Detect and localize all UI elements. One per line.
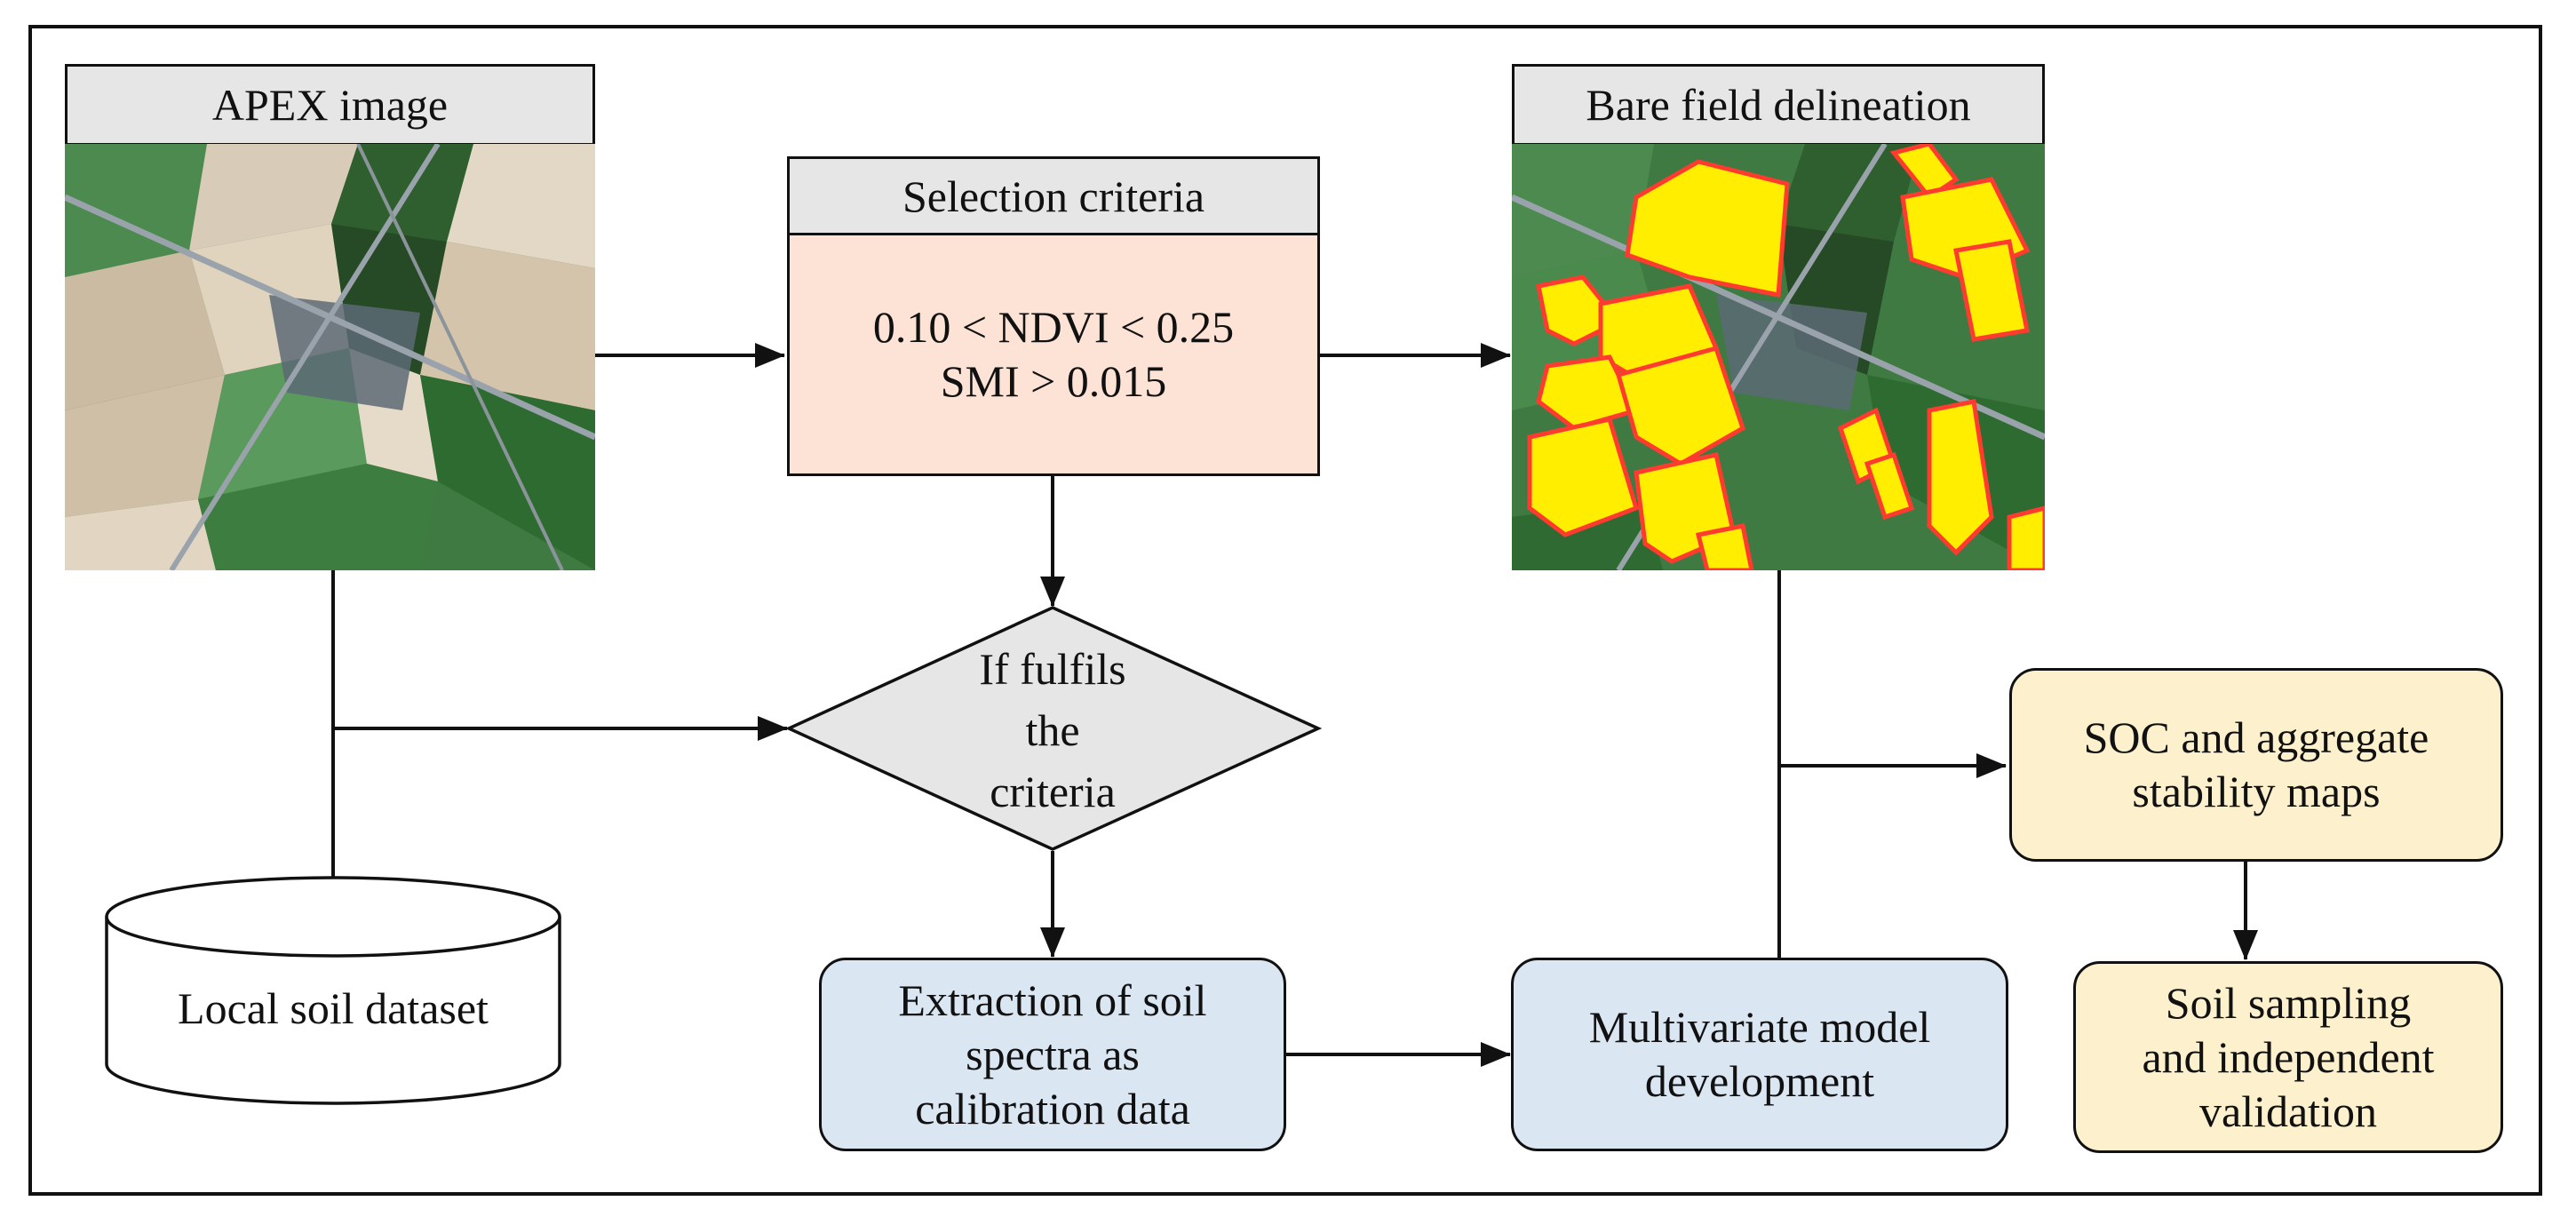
maps-line-2: stability maps	[2132, 767, 2381, 816]
model-line-2: development	[1644, 1056, 1875, 1106]
criterion-smi: SMI > 0.015	[940, 356, 1167, 406]
apex-satellite-image	[65, 144, 595, 570]
decision-line-3: criteria	[990, 766, 1116, 816]
bare-field-image	[1512, 144, 2045, 570]
decision-line-2: the	[1025, 704, 1080, 755]
sampling-line-3: validation	[2199, 1086, 2377, 1136]
decision-label: If fulfils the criteria	[879, 632, 1226, 828]
figure-frame	[28, 25, 2542, 1196]
model-line-1: Multivariate model	[1588, 1002, 1931, 1052]
selection-criteria-header: Selection criteria	[787, 156, 1320, 236]
selection-criteria-box: 0.10 < NDVI < 0.25 SMI > 0.015	[787, 233, 1320, 476]
extraction-line-1: Extraction of soil	[898, 974, 1207, 1025]
soil-sampling-box: Soil sampling and independent validation	[2073, 961, 2503, 1153]
extraction-line-3: calibration data	[915, 1083, 1190, 1134]
decision-diamond	[784, 606, 1323, 851]
apex-image-header: APEX image	[65, 64, 595, 146]
maps-line-1: SOC and aggregate	[2083, 712, 2429, 762]
criterion-ndvi: 0.10 < NDVI < 0.25	[872, 302, 1235, 352]
sampling-line-1: Soil sampling	[2165, 977, 2412, 1028]
extraction-line-2: spectra as	[966, 1029, 1140, 1079]
soc-maps-box: SOC and aggregate stability maps	[2009, 668, 2503, 862]
extraction-box: Extraction of soil spectra as calibratio…	[819, 958, 1286, 1151]
multivariate-model-box: Multivariate model development	[1511, 958, 2008, 1151]
decision-line-1: If fulfils	[979, 643, 1126, 694]
database-cylinder	[105, 876, 561, 1105]
bare-field-header: Bare field delineation	[1512, 64, 2045, 146]
bare-field-polygons	[1527, 144, 2045, 570]
bare-field-mosaic	[1512, 144, 2045, 570]
local-soil-dataset-label: Local soil dataset	[178, 982, 489, 1033]
apex-field-mosaic	[65, 144, 595, 570]
sampling-line-2: and independent	[2142, 1031, 2435, 1082]
